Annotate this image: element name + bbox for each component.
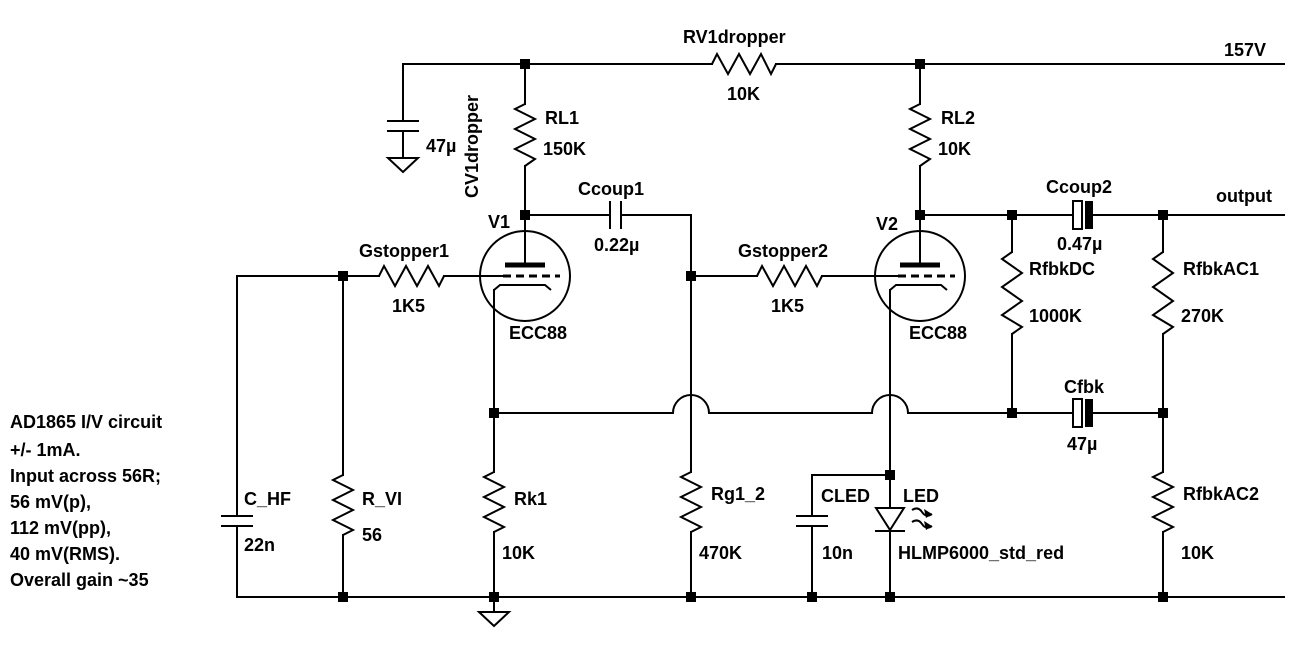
ccoup1-name: Ccoup1 (578, 179, 644, 199)
led-name: LED (903, 486, 939, 506)
note-line: AD1865 I/V circuit (10, 412, 162, 432)
rfbkac1-resistor (1151, 251, 1175, 335)
gstopper1-name: Gstopper1 (359, 241, 449, 261)
cled-capacitor (796, 515, 828, 527)
gstopper2-value: 1K5 (771, 296, 804, 316)
rfbkdc-name: RfbkDC (1029, 259, 1095, 279)
rl1-resistor (512, 103, 538, 167)
v1-type: ECC88 (509, 323, 567, 343)
gstopper2-name: Gstopper2 (738, 241, 828, 261)
junction-nodes (338, 59, 1168, 602)
rfbkdc-value: 1000K (1029, 306, 1082, 326)
rv1-resistor (711, 51, 777, 77)
rfbkac1-value: 270K (1181, 306, 1224, 326)
ground-symbol-cv1 (385, 157, 421, 174)
rg12-value: 470K (699, 543, 742, 563)
ccoup1-capacitor (609, 201, 622, 229)
note-line: +/- 1mA. (10, 440, 81, 460)
v2-tube (874, 230, 966, 322)
rv1-value: 10K (727, 84, 760, 104)
v1-name: V1 (488, 212, 510, 232)
rfbkac2-name: RfbkAC2 (1183, 484, 1259, 504)
rfbkac2-value: 10K (1181, 543, 1214, 563)
rl2-resistor (907, 103, 933, 167)
cfbk-value: 47µ (1067, 434, 1097, 454)
note-line: Overall gain ~35 (10, 570, 149, 590)
gstopper1-value: 1K5 (392, 296, 425, 316)
rk1-resistor (481, 471, 507, 533)
v1-tube (479, 230, 571, 322)
cled-value: 10n (822, 543, 853, 563)
chf-value: 22n (244, 535, 275, 555)
rl2-value: 10K (938, 139, 971, 159)
note-line: 56 mV(p), (10, 492, 91, 512)
wires (236, 63, 1285, 613)
circuit-notes: AD1865 I/V circuit +/- 1mA. Input across… (10, 412, 162, 590)
output-label: output (1216, 186, 1272, 206)
cv1-capacitor (387, 120, 419, 132)
cfbk-capacitor (1072, 398, 1093, 428)
rvi-resistor (330, 474, 356, 536)
led-diode (874, 507, 933, 532)
rfbkac2-resistor (1150, 471, 1176, 533)
chf-name: C_HF (244, 489, 291, 509)
gstopper1-resistor (378, 263, 445, 289)
supply-voltage-label: 157V (1224, 40, 1266, 60)
rl1-value: 150K (543, 139, 586, 159)
led-value: HLMP6000_std_red (898, 543, 1064, 563)
v2-name: V2 (876, 214, 898, 234)
rl1-name: RL1 (545, 108, 579, 128)
note-line: 40 mV(RMS). (10, 544, 120, 564)
cv1-value: 47µ (426, 136, 456, 156)
ccoup2-name: Ccoup2 (1046, 177, 1112, 197)
rv1-name: RV1dropper (683, 27, 786, 47)
ccoup2-value: 0.47µ (1057, 234, 1102, 254)
ccoup2-capacitor (1072, 200, 1093, 230)
note-line: Input across 56R; (10, 466, 161, 486)
cled-name: CLED (821, 486, 870, 506)
rg12-resistor (678, 471, 704, 533)
rl2-name: RL2 (941, 108, 975, 128)
rfbkac1-name: RfbkAC1 (1183, 259, 1259, 279)
rk1-name: Rk1 (514, 489, 547, 509)
rfbkdc-resistor (1000, 251, 1024, 335)
note-line: 112 mV(pp), (10, 518, 111, 538)
chf-capacitor (221, 515, 253, 527)
ccoup1-value: 0.22µ (594, 235, 639, 255)
rg12-name: Rg1_2 (711, 484, 765, 504)
rvi-name: R_VI (362, 489, 402, 509)
cfbk-name: Cfbk (1064, 377, 1105, 397)
gstopper2-resistor (756, 263, 823, 289)
cv1-name: CV1dropper (462, 95, 482, 198)
rk1-value: 10K (502, 543, 535, 563)
v2-type: ECC88 (909, 323, 967, 343)
ground-symbol-main (476, 611, 512, 628)
rvi-value: 56 (362, 525, 382, 545)
